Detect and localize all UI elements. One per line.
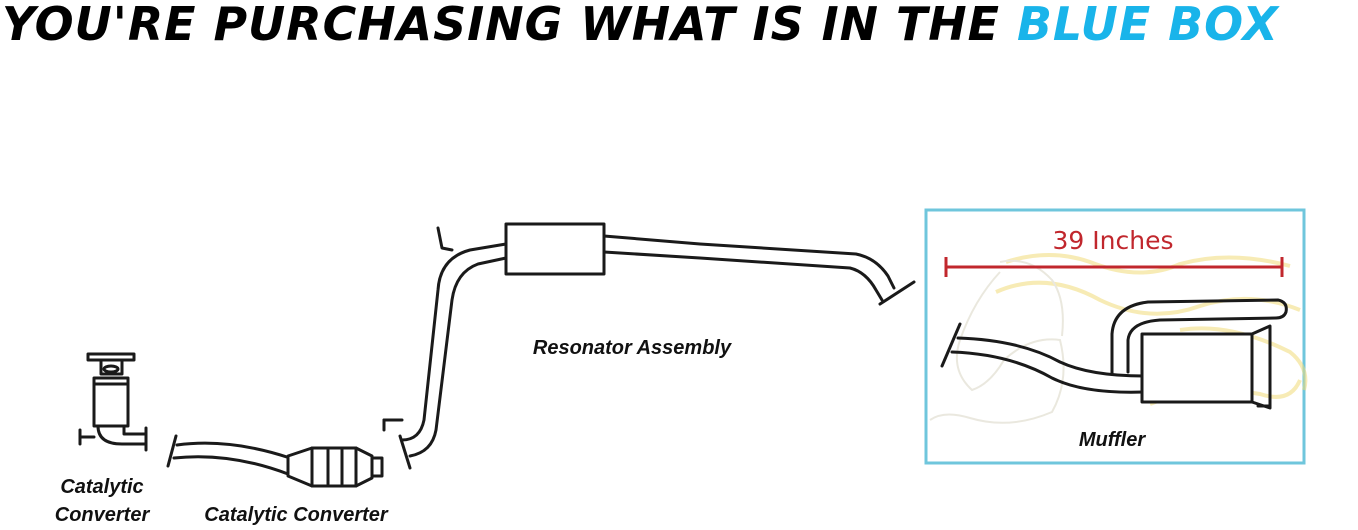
- resonator-assembly-part: [382, 222, 916, 470]
- label-catalytic-left-line2: Converter: [55, 504, 151, 526]
- label-resonator-assembly: Resonator Assembly: [533, 337, 732, 359]
- label-catalytic-left-line1: Catalytic: [60, 476, 143, 498]
- label-catalytic-converter: Catalytic Converter: [204, 504, 389, 526]
- blue-box-highlight: [924, 208, 1306, 465]
- headline: YOU'RE PURCHASING WHAT IS IN THE BLUE BO…: [2, 0, 1352, 54]
- catalytic-converter-left-part: [78, 352, 148, 452]
- catalytic-converter-middle-part: [166, 434, 384, 488]
- dimension-label: 39 Inches: [1053, 226, 1174, 255]
- label-muffler: Muffler: [1079, 429, 1147, 451]
- headline-highlight-text: BLUE BOX: [1016, 0, 1279, 51]
- muffler-part: [940, 298, 1288, 410]
- dimension-line: [944, 257, 1284, 277]
- headline-main-text: YOU'RE PURCHASING WHAT IS IN THE: [2, 0, 1017, 51]
